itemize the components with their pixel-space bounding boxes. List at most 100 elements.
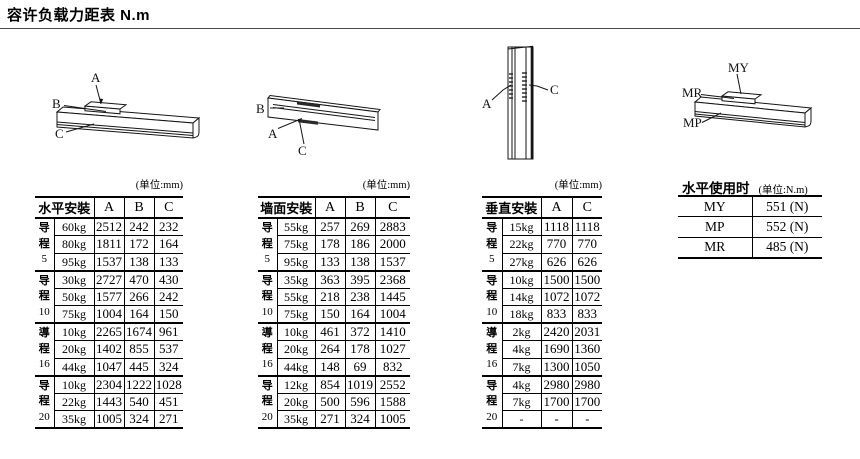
value-cell: - [540, 410, 572, 428]
value-cell: 1537 [374, 252, 410, 271]
value-cell: 2031 [571, 322, 602, 341]
lead-char: 導 [38, 327, 50, 339]
value-cell: 2980 [540, 374, 572, 393]
horizontal-rail-diagram-icon: A B C [52, 70, 201, 141]
moment-name-cell: MR [678, 236, 752, 258]
column-header: A [540, 196, 572, 219]
lead-char: 程 [261, 290, 273, 302]
weight-cell: 10kg [53, 322, 94, 341]
value-cell: 770 [571, 235, 602, 253]
value-cell: 540 [123, 392, 154, 411]
weight-cell: 2kg [501, 322, 541, 341]
value-cell: 1690 [540, 340, 572, 358]
value-cell: 238 [344, 287, 375, 306]
value-cell: 1443 [93, 392, 124, 411]
unit-label: (单位:mm) [135, 180, 183, 191]
value-cell: 626 [540, 252, 572, 271]
weight-cell: 75kg [276, 235, 315, 253]
value-cell: 150 [314, 305, 345, 323]
weight-cell: 35kg [276, 269, 315, 288]
value-cell: 324 [344, 410, 375, 428]
diagram-label-mp: MP [683, 115, 702, 130]
weight-cell: 50kg [53, 287, 94, 306]
column-header: B [123, 196, 154, 219]
table-title-cell: 垂直安裝 [482, 196, 541, 219]
value-cell: 271 [314, 410, 345, 428]
diagram-label-c: C [298, 143, 307, 158]
lead-char: 導 [261, 327, 273, 339]
value-cell: 2368 [374, 269, 410, 288]
lead-char: 程 [486, 237, 498, 250]
value-cell: 1500 [571, 269, 602, 288]
column-header: C [374, 196, 410, 219]
table-row: --- [482, 410, 602, 428]
weight-cell: 95kg [276, 252, 315, 271]
value-cell: 2727 [93, 269, 124, 288]
weight-cell: 20kg [276, 340, 315, 358]
value-cell: 1537 [93, 252, 124, 271]
value-cell: 1118 [540, 217, 572, 236]
value-cell: 2883 [374, 217, 410, 236]
weight-cell: 7kg [501, 357, 541, 376]
value-cell: 1118 [571, 217, 602, 236]
value-cell: 218 [314, 287, 345, 306]
value-cell: 500 [314, 392, 345, 411]
moment-name-cell: MY [678, 195, 752, 217]
weight-cell: 14kg [501, 287, 541, 306]
value-cell: 138 [344, 252, 375, 271]
lead-char: 导 [38, 379, 50, 392]
weight-cell: - [501, 410, 541, 428]
value-cell: 770 [540, 235, 572, 253]
lead-char: 导 [38, 222, 50, 234]
lead-char: 导 [261, 222, 273, 234]
value-cell: 1811 [93, 235, 124, 253]
value-cell: 1577 [93, 287, 124, 306]
value-cell: 324 [153, 357, 183, 376]
diagram-label-mr: MR [682, 85, 703, 100]
table-title-cell: 墙面安裝 [258, 196, 315, 219]
moment-rail-diagram-icon: MY MR MP [682, 60, 813, 130]
value-cell: 150 [153, 305, 183, 323]
value-cell: 445 [123, 357, 154, 376]
value-cell: 1004 [374, 305, 410, 323]
title-divider [0, 28, 860, 29]
value-cell: 1588 [374, 392, 410, 411]
value-cell: 1027 [374, 340, 410, 358]
value-cell: 164 [153, 235, 183, 253]
lead-char: 导 [486, 274, 498, 287]
moment-value-cell: 551 (N) [751, 195, 822, 217]
page-title: 容许负载力距表 N.m [7, 7, 151, 24]
value-cell: 1072 [540, 287, 572, 306]
moment-title: 水平使用时 [682, 181, 750, 196]
value-cell: 961 [153, 322, 183, 341]
weight-cell: 75kg [276, 305, 315, 323]
value-cell: 1222 [123, 374, 154, 393]
lead-char: 程 [486, 342, 498, 355]
lead-char: 16 [486, 358, 498, 370]
vertical-rail-diagram-icon: A C [482, 45, 559, 160]
